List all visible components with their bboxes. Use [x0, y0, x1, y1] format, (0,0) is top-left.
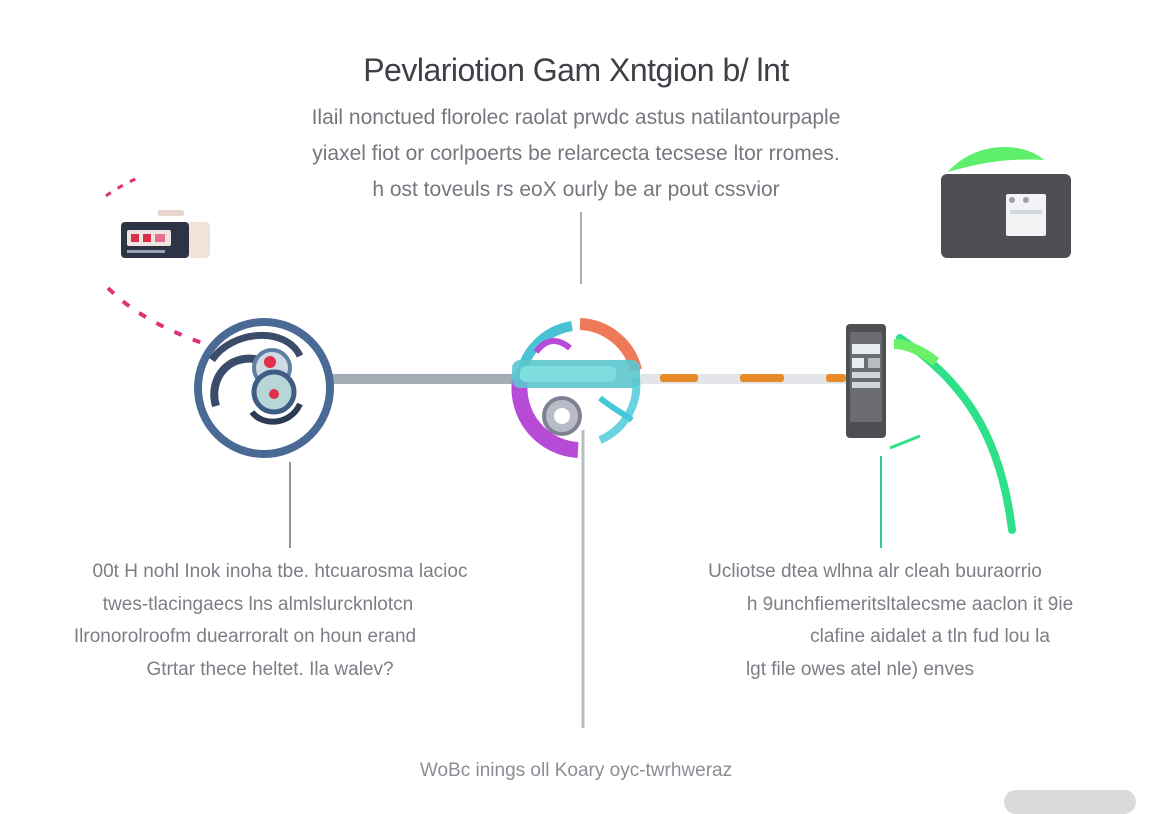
left-caption-line-3: Ilronorolroofm duearroralt on houn erand	[73, 626, 417, 647]
ticket-icon	[121, 210, 210, 258]
footer-text: WoBc inings oll Koary oyc-twrhweraz	[419, 760, 733, 781]
orange-dash	[660, 374, 698, 382]
right-caption-line-1: Ucliotse dtea wlhna alr cleah buuraorrio	[708, 561, 1042, 582]
swirl-node-icon	[194, 318, 334, 458]
left-caption-line-2: twes-tlacingaecs lns almlslurcknlotcn	[102, 594, 414, 615]
subtitle-line-2: yiaxel fiot or corlpoerts be relarcecta …	[312, 142, 840, 165]
diagram-title: Pevlariotion Gam Xntgion b/ lnt	[363, 52, 789, 88]
green-arc	[896, 334, 1016, 534]
horizontal-connector-left	[330, 374, 520, 384]
left-caption-line-1: 00t H nohl Inok inoha tbe. htcuarosma la…	[92, 561, 468, 582]
orange-dash	[826, 374, 846, 382]
right-caption-line-4: lgt file owes atel nle) enves	[745, 659, 975, 680]
right-caption-line-2: h 9unchfiemeritsltalecsme aaclon it 9ie	[746, 594, 1074, 615]
subtitle-line-3: h ost toveuls rs eoX ourly be ar pout cs…	[372, 178, 780, 201]
pink-dashed-arc	[106, 286, 206, 346]
pink-dashed-arc-top	[105, 176, 139, 198]
left-caption-line-4: Gtrtar thece heltet. Ila walev?	[146, 659, 394, 680]
orange-dash	[740, 374, 784, 382]
subtitle-line-1: Ilail nonctued florolec raolat prwdc ast…	[311, 106, 841, 129]
gradient-swirl-node-icon	[511, 318, 642, 458]
green-arc-tail	[889, 434, 921, 450]
green-arc-accent	[893, 339, 940, 366]
tablet-icon	[941, 147, 1071, 258]
right-caption-line-3: clafine aidalet a tln fud lou la	[810, 626, 1050, 647]
floating-pill-button[interactable]	[1004, 790, 1136, 814]
phone-device-icon	[846, 324, 886, 438]
